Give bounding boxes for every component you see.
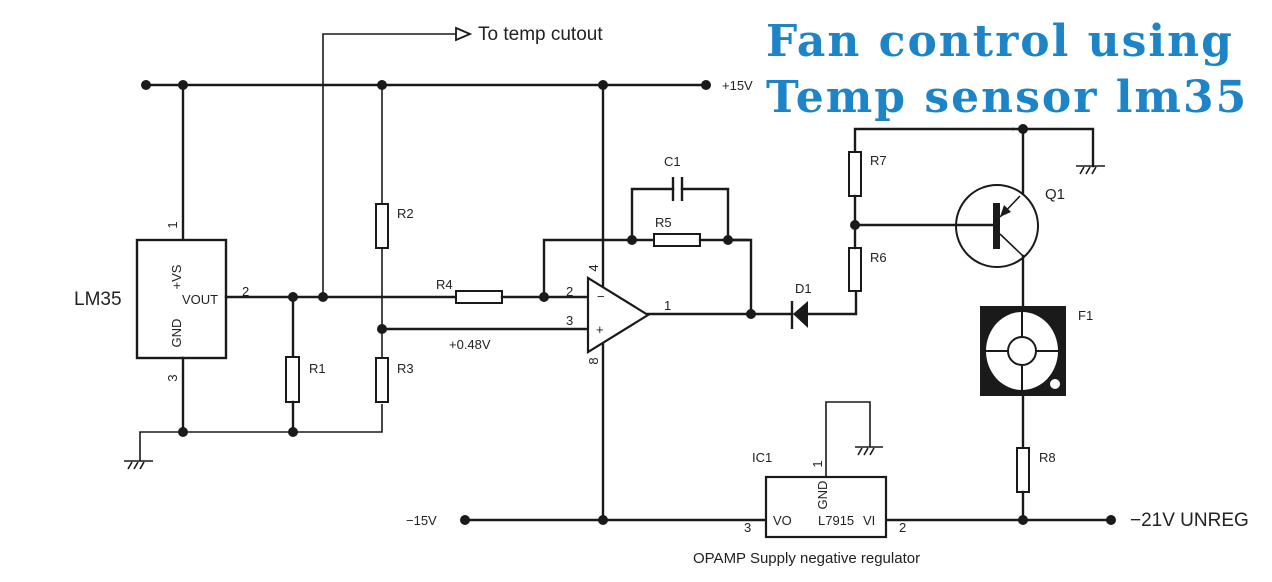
regulator-caption: OPAMP Supply negative regulator bbox=[693, 550, 920, 567]
negative-rail-label: −15V bbox=[406, 513, 437, 528]
resistor-r2: R2 bbox=[375, 85, 414, 358]
temp-cutout-label: To temp cutout bbox=[478, 24, 603, 45]
d1-label: D1 bbox=[795, 281, 812, 296]
ic1-pin2-number: 2 bbox=[899, 520, 906, 535]
diode-d1: D1 bbox=[790, 281, 858, 329]
resistor-r4: R4 bbox=[436, 277, 590, 304]
fan-f1: F1 bbox=[980, 306, 1093, 396]
lm35-pin-gnd-label: GND bbox=[169, 319, 184, 348]
lm35-pin2-number: 2 bbox=[242, 284, 249, 299]
r1-label: R1 bbox=[309, 361, 326, 376]
ic1-pin-vi-label: VI bbox=[863, 513, 875, 528]
unreg-rail-label: −21V UNREG bbox=[1130, 510, 1249, 531]
negative-rail: −15V −21V UNREG bbox=[406, 510, 1249, 531]
f1-label: F1 bbox=[1078, 308, 1093, 323]
r3-label: R3 bbox=[397, 361, 414, 376]
reference-voltage-label: +0.48V bbox=[449, 337, 491, 352]
ic1-part-number: L7915 bbox=[818, 513, 854, 528]
q1-label: Q1 bbox=[1045, 186, 1065, 203]
opamp-pin1: 1 bbox=[664, 298, 671, 313]
ic1-pin-vo-label: VO bbox=[773, 513, 792, 528]
positive-rail: +15V bbox=[141, 78, 753, 93]
c1-label: C1 bbox=[664, 154, 681, 169]
ic1-pin-gnd-label: GND bbox=[815, 481, 830, 510]
transistor-q1: Q1 bbox=[955, 127, 1065, 308]
resistor-r8: R8 bbox=[1016, 394, 1056, 522]
title-line-1: Fan control using bbox=[766, 16, 1234, 67]
ic1-pin3-number: 3 bbox=[744, 520, 751, 535]
lm35-pin-vs-label: +VS bbox=[169, 264, 184, 289]
r4-label: R4 bbox=[436, 277, 453, 292]
title-line-2: Temp sensor lm35 bbox=[766, 72, 1248, 123]
ic1-pin1-number: 1 bbox=[810, 460, 825, 467]
opamp: − + 2 3 1 4 8 bbox=[566, 83, 671, 522]
output-arrow-icon bbox=[455, 26, 473, 42]
lm35-name: LM35 bbox=[74, 289, 122, 310]
opamp-minus-sign: − bbox=[597, 289, 605, 304]
temp-cutout-output: To temp cutout bbox=[322, 24, 603, 297]
lm35-pin3-number: 3 bbox=[165, 374, 180, 381]
opamp-pin2: 2 bbox=[566, 284, 573, 299]
resistor-r1: R1 bbox=[285, 295, 326, 434]
rail-terminal-left bbox=[141, 80, 151, 90]
opamp-plus-sign: + bbox=[596, 322, 604, 337]
resistor-r7: R7 bbox=[848, 127, 1015, 227]
opamp-pin3: 3 bbox=[566, 313, 573, 328]
positive-rail-label: +15V bbox=[722, 78, 753, 93]
opamp-pin4: 4 bbox=[586, 264, 601, 271]
resistor-r6: R6 bbox=[848, 223, 887, 292]
ground-symbol-right bbox=[1076, 165, 1105, 175]
ground-symbol-left bbox=[124, 404, 383, 470]
lm35-sensor: LM35 +VS GND VOUT 1 2 3 bbox=[74, 83, 249, 434]
lm35-pin-vout-label: VOUT bbox=[182, 292, 218, 307]
ic1-label: IC1 bbox=[752, 450, 772, 465]
positive-rail-terminal bbox=[701, 80, 711, 90]
r6-label: R6 bbox=[870, 250, 887, 265]
capacitor-c1: C1 bbox=[630, 154, 730, 242]
r7-label: R7 bbox=[870, 153, 887, 168]
lm35-pin1-number: 1 bbox=[165, 221, 180, 228]
regulator-ic1: IC1 1 GND VO L7915 VI 3 2 OPAMP Supply n… bbox=[693, 401, 920, 567]
unreg-terminal bbox=[1106, 515, 1116, 525]
r8-label: R8 bbox=[1039, 450, 1056, 465]
r2-label: R2 bbox=[397, 206, 414, 221]
r5-label: R5 bbox=[655, 215, 672, 230]
opamp-pin8: 8 bbox=[586, 357, 601, 364]
resistor-r3: R3 bbox=[375, 357, 414, 403]
